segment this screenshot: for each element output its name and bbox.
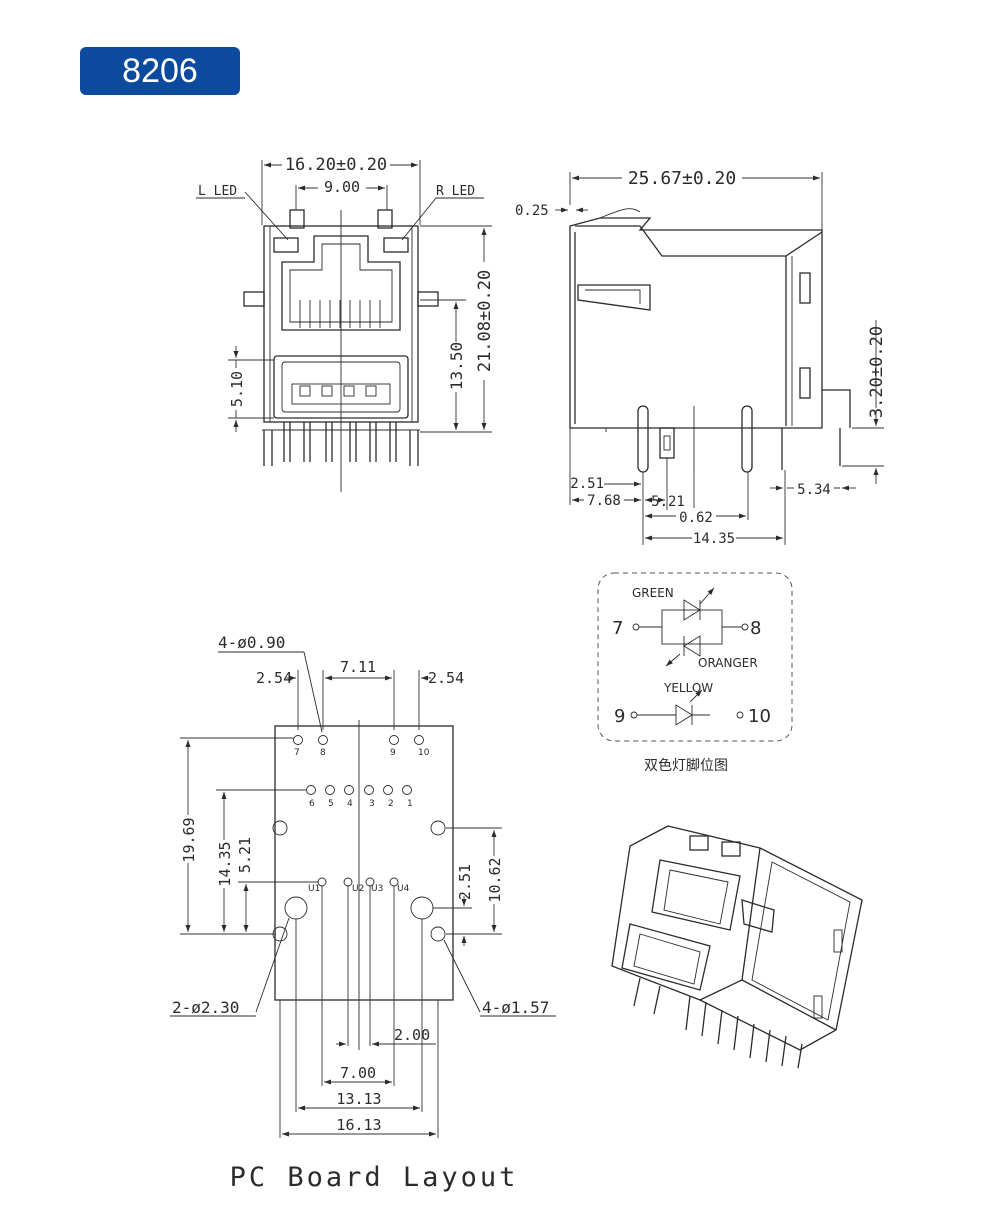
led-pin-8: 8: [320, 748, 326, 758]
pin-5: 5: [328, 799, 334, 809]
small-holes-dim: 4-ø0.90: [218, 633, 285, 652]
pcb-title: PC Board Layout: [230, 1162, 519, 1193]
green-label: GREEN: [632, 586, 674, 600]
pcb-width-4: 16.13: [336, 1116, 381, 1134]
pin-3: 3: [369, 799, 375, 809]
model-badge: 8206: [80, 47, 240, 95]
side-view: 25.67±0.20 0.25 3.20±0.20: [515, 168, 887, 547]
side-dim-14-35: 14.35: [693, 531, 735, 547]
usb-pin-1: U1: [308, 884, 320, 894]
pin-8-label: 8: [750, 618, 761, 639]
pin-9-label: 9: [614, 706, 625, 727]
side-dim-5-34: 5.34: [797, 482, 831, 498]
pcb-right-dim-1: 2.51: [456, 864, 474, 900]
usb-pin-2: U2: [352, 884, 364, 894]
med-holes-dim: 4-ø1.57: [482, 998, 549, 1017]
usb-height-dim: 5.10: [228, 371, 246, 407]
led-pin-7: 7: [294, 748, 300, 758]
left-led-label: L LED: [198, 184, 237, 199]
pcb-width-2: 7.00: [340, 1064, 376, 1082]
pcb-width-1: 2.00: [394, 1026, 430, 1044]
pin-4: 4: [347, 799, 353, 809]
isometric-view: [611, 825, 863, 1069]
pin-2: 2: [388, 799, 394, 809]
side-dim-7-68: 7.68: [587, 493, 621, 509]
front-height-dim: 21.08±0.20: [475, 270, 495, 372]
usb-pin-4: U4: [397, 884, 410, 894]
pin-10-label: 10: [748, 706, 771, 727]
pitch-right-dim: 2.54: [428, 669, 464, 687]
front-width-dim: 16.20±0.20: [285, 155, 387, 175]
pitch-left-dim: 2.54: [256, 669, 292, 687]
side-dim-2-51: 2.51: [570, 476, 604, 492]
pcb-layout: 4-ø0.90 2.54 7.11 2.54 7 8 9 10 6 5 4 3 …: [170, 633, 556, 1193]
standoff-dim: 3.20±0.20: [867, 326, 887, 418]
led-pitch-dim: 9.00: [324, 178, 360, 196]
right-led-label: R LED: [436, 184, 475, 199]
led-pin-10: 10: [418, 748, 430, 758]
usb-pin-3: U3: [371, 884, 383, 894]
led-caption: 双色灯脚位图: [644, 757, 728, 774]
pcb-height-2: 14.35: [216, 841, 234, 886]
side-thickness-dim: 0.25: [515, 203, 549, 219]
pin-6: 6: [309, 799, 315, 809]
front-view: 16.20±0.20 9.00 L LED R LED: [196, 155, 495, 492]
pin-7-label: 7: [612, 618, 623, 639]
pcb-height-3: 5.21: [236, 837, 254, 873]
pitch-mid-dim: 7.11: [340, 658, 376, 676]
pcb-right-dim-2: 10.62: [486, 857, 504, 902]
big-holes-dim: 2-ø2.30: [172, 998, 239, 1017]
side-dim-5-21: 5.21: [651, 494, 685, 510]
led-schematic: GREEN 7 8 ORANGER YELLOW 9 10 双色灯脚位图: [597, 572, 793, 774]
pcb-width-3: 13.13: [336, 1090, 381, 1108]
side-length-dim: 25.67±0.20: [628, 168, 736, 189]
pin-1: 1: [407, 799, 413, 809]
pcb-height-total: 19.69: [180, 817, 198, 862]
orange-label: ORANGER: [698, 656, 758, 670]
rj-height-dim: 13.50: [447, 342, 466, 390]
side-dim-0-62: 0.62: [679, 510, 713, 526]
led-pin-9: 9: [390, 748, 396, 758]
yellow-label: YELLOW: [663, 681, 713, 695]
